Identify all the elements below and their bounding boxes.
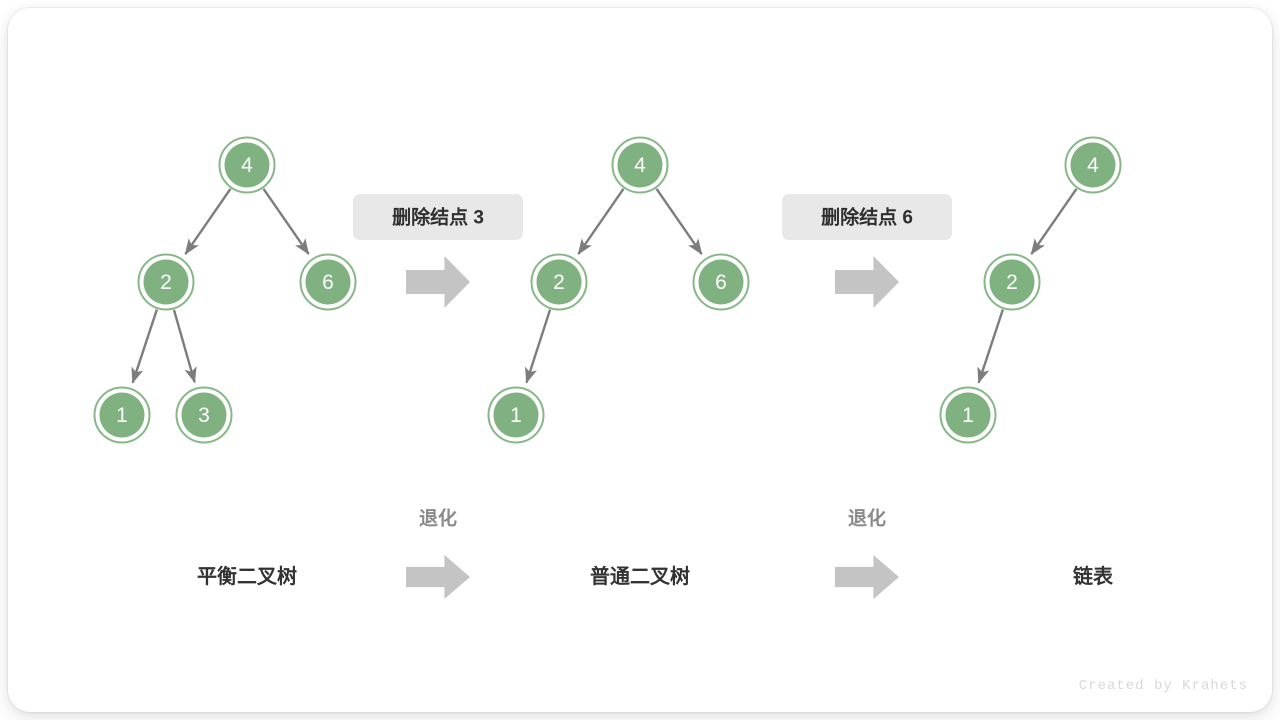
tree-node-linked-list-4[interactable]: 4: [1064, 136, 1122, 194]
tree-node-ordinary-6[interactable]: 6: [692, 253, 750, 311]
diagram-card: 4 2 6 1 3 4 2 6 1 4 2 1 删除结点 3 退化 删除结点 6 退化 平衡二叉树 普通二叉树…: [8, 8, 1272, 712]
node-value-label: 2: [553, 271, 565, 294]
operation-badge-delete-6: [782, 194, 952, 240]
node-value-label: 3: [198, 404, 210, 427]
bst-degeneration-diagram: 4 2 6 1 3 4 2 6 1 4 2 1 删除结点 3 退化 删除结点 6 退化 平衡二叉树 普通二叉树…: [93, 136, 1248, 694]
tree-node-balanced-2[interactable]: 2: [137, 253, 195, 311]
tree-node-balanced-3[interactable]: 3: [175, 386, 233, 444]
degenerate-label-delete-3: 退化: [419, 507, 457, 530]
node-value-label: 6: [715, 271, 727, 294]
node-fill: [989, 259, 1035, 305]
tree-edge-balanced-2-3: [172, 309, 197, 384]
node-fill: [224, 142, 270, 188]
transitions-layer: 删除结点 3 退化 删除结点 6 退化: [353, 194, 952, 599]
tree-edge-linked-list-4-2: [1030, 188, 1078, 255]
tree-node-ordinary-4[interactable]: 4: [611, 136, 669, 194]
node-value-label: 6: [322, 271, 334, 294]
tree-edge-ordinary-2-1: [525, 309, 552, 384]
stage-caption-1: 普通二叉树: [590, 564, 690, 588]
tree-edge-linked-list-2-1: [977, 309, 1005, 384]
node-value-label: 1: [116, 404, 128, 427]
node-fill: [305, 259, 351, 305]
tree-node-linked-list-2[interactable]: 2: [983, 253, 1041, 311]
node-value-label: 1: [510, 404, 522, 427]
tree-node-ordinary-2[interactable]: 2: [530, 253, 588, 311]
tree-edge-balanced-4-2: [184, 188, 232, 255]
node-fill: [99, 392, 145, 438]
tree-nodes-layer: 4 2 6 1 3 4 2 6 1 4 2 1: [93, 136, 1122, 444]
transition-arrow-delete-3: [406, 256, 470, 308]
node-value-label: 2: [1006, 271, 1018, 294]
node-value-label: 4: [241, 154, 253, 177]
degenerate-label-delete-6: 退化: [848, 507, 886, 530]
tree-node-ordinary-1[interactable]: 1: [487, 386, 545, 444]
node-fill: [945, 392, 991, 438]
node-fill: [1070, 142, 1116, 188]
stage-caption-2: 链表: [1073, 564, 1114, 588]
captions-layer: 平衡二叉树 普通二叉树 链表: [197, 564, 1114, 588]
operation-badge-delete-3: [353, 194, 523, 240]
node-fill: [617, 142, 663, 188]
tree-edge-ordinary-4-6: [655, 188, 703, 255]
tree-node-balanced-6[interactable]: 6: [299, 253, 357, 311]
node-value-label: 2: [160, 271, 172, 294]
tree-node-balanced-4[interactable]: 4: [218, 136, 276, 194]
node-fill: [493, 392, 539, 438]
stage-caption-0: 平衡二叉树: [197, 564, 297, 588]
tree-edge-balanced-2-1: [131, 309, 159, 384]
operation-badge-label-delete-6: 删除结点 6: [821, 206, 913, 229]
node-fill: [698, 259, 744, 305]
degenerate-arrow-delete-6: [835, 555, 899, 599]
node-fill: [181, 392, 227, 438]
tree-edge-balanced-4-6: [262, 188, 310, 255]
transition-arrow-delete-6: [835, 256, 899, 308]
node-value-label: 1: [962, 404, 974, 427]
watermark-label: Created by Krahets: [1079, 678, 1248, 694]
tree-node-balanced-1[interactable]: 1: [93, 386, 151, 444]
operation-badge-label-delete-3: 删除结点 3: [392, 206, 484, 229]
node-value-label: 4: [1087, 154, 1099, 177]
node-value-label: 4: [634, 154, 646, 177]
tree-node-linked-list-1[interactable]: 1: [939, 386, 997, 444]
node-fill: [536, 259, 582, 305]
tree-edges-layer: [131, 188, 1078, 384]
node-fill: [143, 259, 189, 305]
tree-edge-ordinary-4-2: [577, 188, 625, 255]
degenerate-arrow-delete-3: [406, 555, 470, 599]
